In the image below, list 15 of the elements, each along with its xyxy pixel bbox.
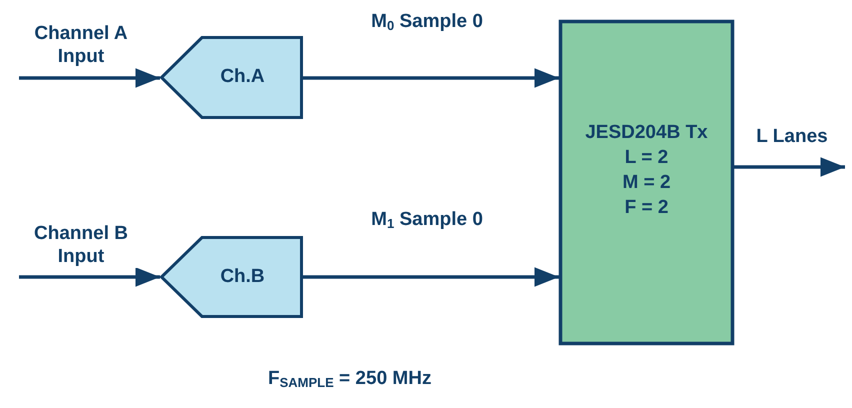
sample-rate-note: F$_{SAMPLE}$ = 250 MHz: [268, 368, 432, 390]
adc-block: [160, 36, 303, 119]
parameter-text: F = 2: [624, 196, 670, 220]
parameter-text: M = 2: [621, 171, 672, 195]
adc-block: [160, 236, 303, 318]
arrow: [303, 68, 559, 88]
block-label: Ch.B: [219, 265, 266, 289]
arrow: [734, 157, 845, 177]
block-label: JESD204B Tx: [584, 121, 709, 145]
transmitter-box: [559, 20, 734, 345]
parameter-text: L = 2: [624, 146, 670, 170]
arrow: [19, 267, 160, 287]
arrow: [19, 68, 160, 88]
arrow: [303, 267, 559, 287]
block-label: Ch.A: [219, 65, 266, 89]
